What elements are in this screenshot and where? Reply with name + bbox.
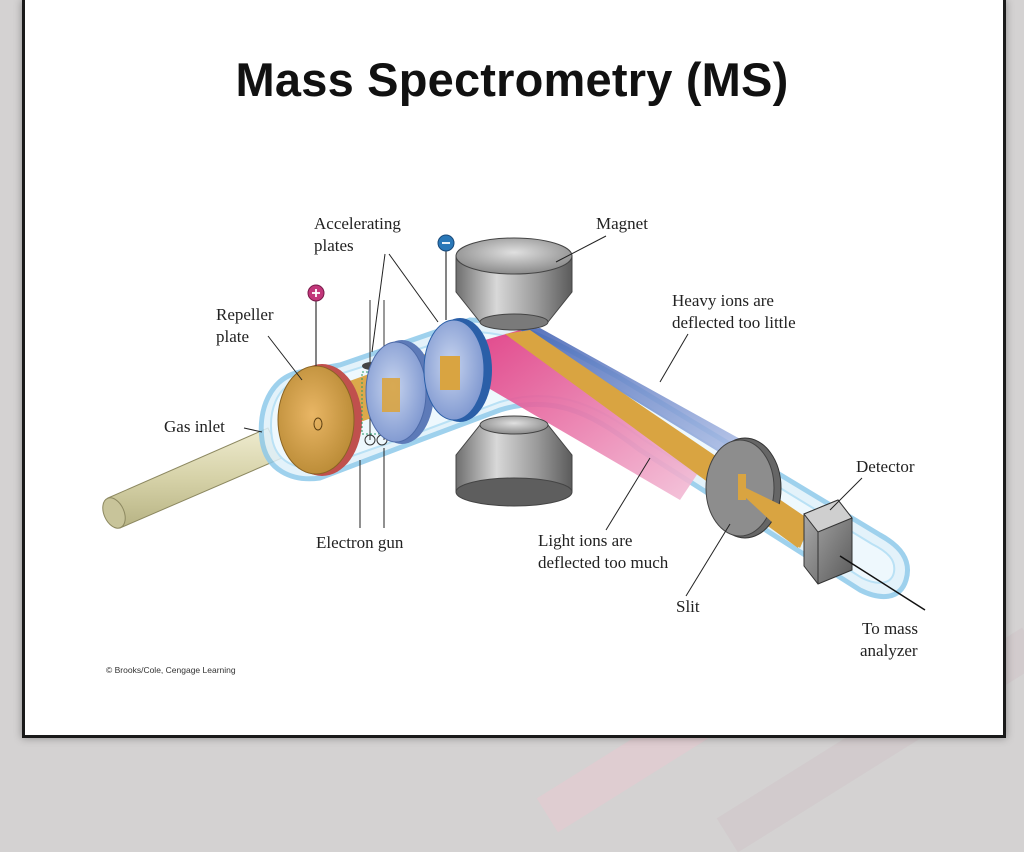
label-repeller-plate-2: plate (216, 327, 249, 346)
label-electron-gun: Electron gun (316, 533, 404, 552)
label-gas-inlet: Gas inlet (164, 417, 225, 436)
light-ion-beam (478, 330, 700, 500)
label-heavy-ions-1: Heavy ions are (672, 291, 774, 310)
magnet-top-pole (455, 237, 573, 331)
label-slit: Slit (676, 597, 700, 616)
transmitted-beam (746, 488, 812, 548)
label-heavy-ions-2: deflected too little (672, 313, 796, 332)
minus-icon (437, 234, 455, 252)
accelerating-plate-2 (423, 250, 492, 422)
detector-box (803, 499, 926, 611)
slit-plate (705, 437, 782, 539)
slide-title: Mass Spectrometry (MS) (235, 53, 789, 106)
label-accelerating-plates-2: plates (314, 236, 354, 255)
label-accelerating-plates-1: Accelerating (314, 214, 401, 233)
mass-spectrometer-diagram: Accelerating plates Magnet Repeller plat… (102, 214, 926, 675)
credit-text: © Brooks/Cole, Cengage Learning (106, 665, 236, 675)
gas-inlet-tube (102, 427, 283, 529)
label-magnet: Magnet (596, 214, 648, 233)
magnet-bottom-pole (455, 415, 573, 507)
leader-lines (243, 235, 863, 597)
repeller-plate (277, 300, 362, 476)
label-to-mass-analyzer-2: analyzer (860, 641, 918, 660)
label-light-ions-2: deflected too much (538, 553, 669, 572)
heavy-ion-beam (520, 328, 760, 470)
accelerating-plate-1 (365, 340, 434, 444)
label-light-ions-1: Light ions are (538, 531, 632, 550)
plus-icon (307, 284, 325, 302)
label-to-mass-analyzer-1: To mass (862, 619, 918, 638)
label-repeller-plate-1: Repeller (216, 305, 274, 324)
label-detector: Detector (856, 457, 915, 476)
